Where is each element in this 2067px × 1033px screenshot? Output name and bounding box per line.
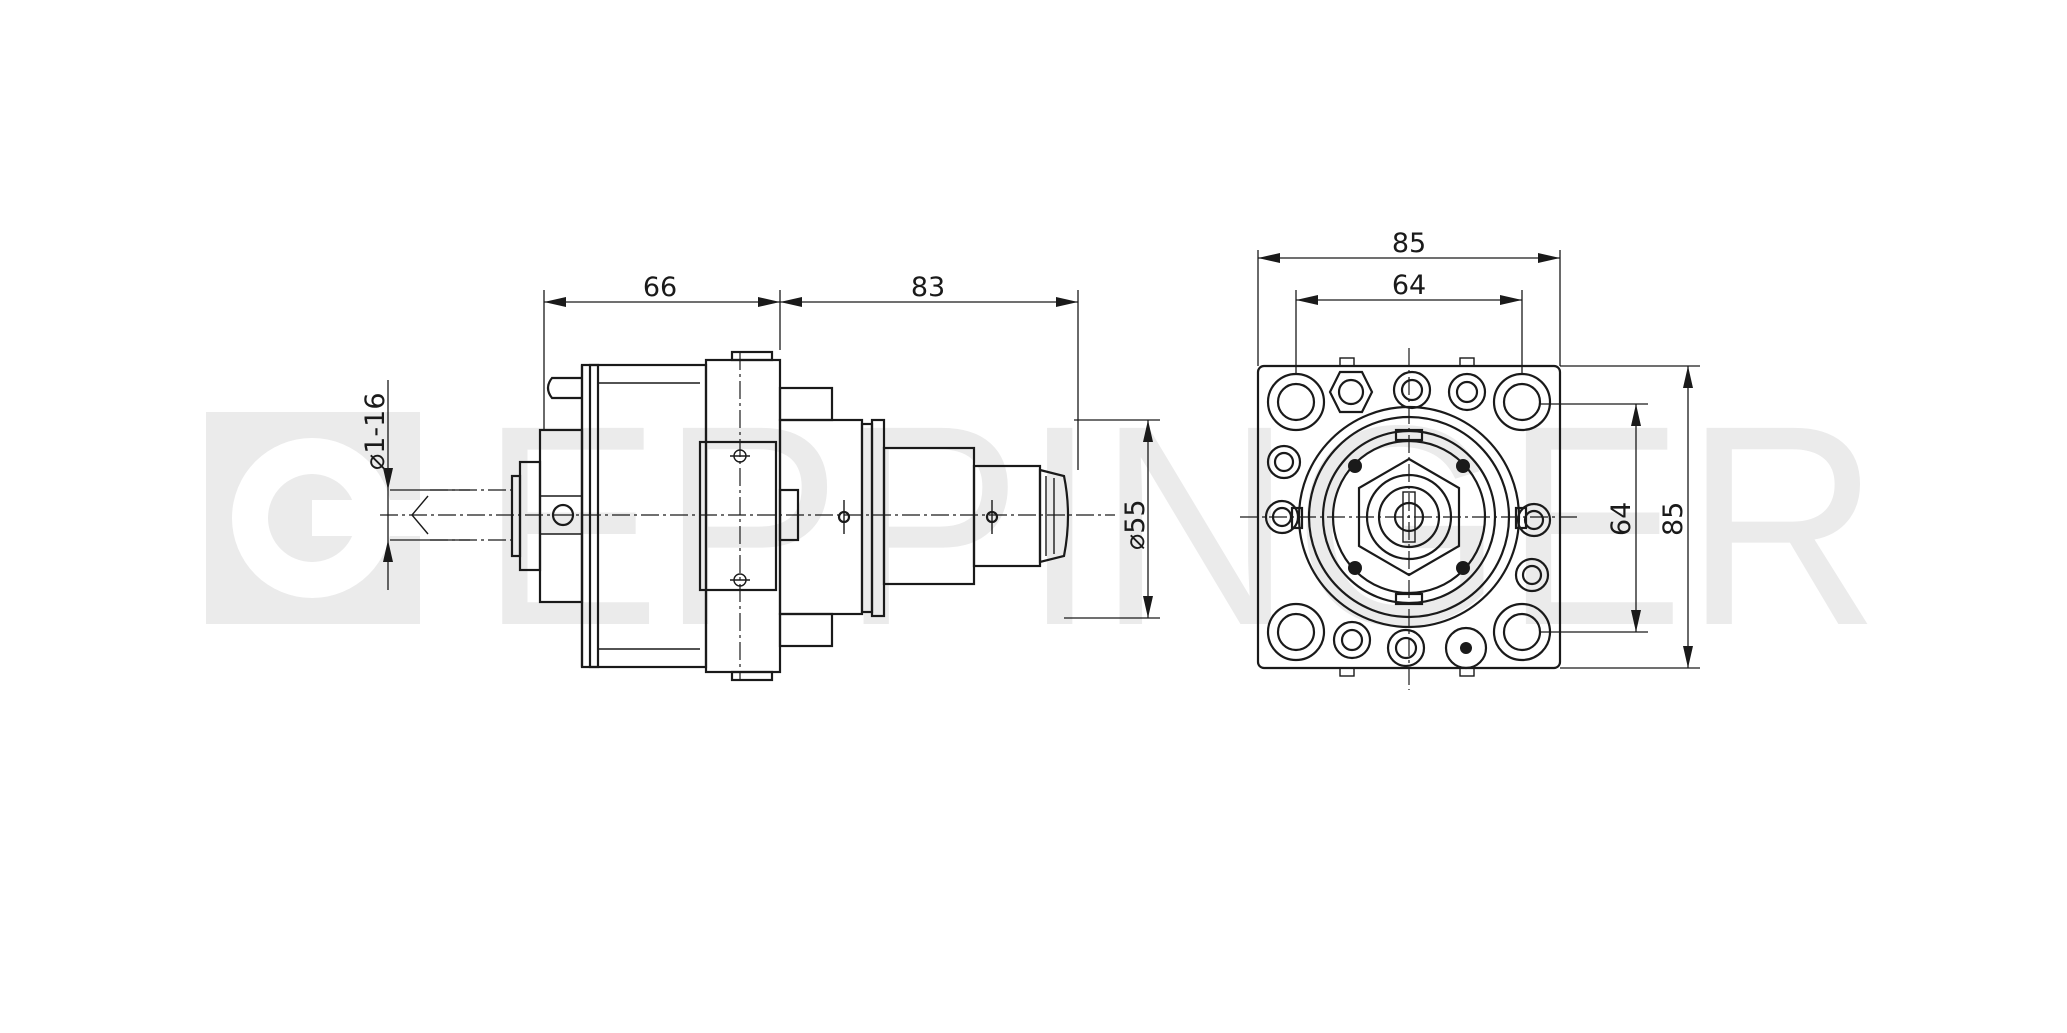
dim-front-height-inner: 64 (1606, 502, 1637, 536)
dim-collet-range: ⌀1-16 (360, 392, 391, 470)
dim-front-height-outer: 85 (1658, 502, 1689, 536)
dim-83: 83 (911, 272, 945, 303)
dim-66: 66 (643, 272, 677, 303)
side-view: 66 83 ⌀1-16 ⌀55 (360, 272, 1160, 682)
front-view: 85 64 64 85 (1240, 228, 1700, 690)
dim-shaft-diameter: ⌀55 (1120, 499, 1151, 550)
dim-front-width-inner: 64 (1392, 270, 1426, 301)
dim-front-width-outer: 85 (1392, 228, 1426, 259)
